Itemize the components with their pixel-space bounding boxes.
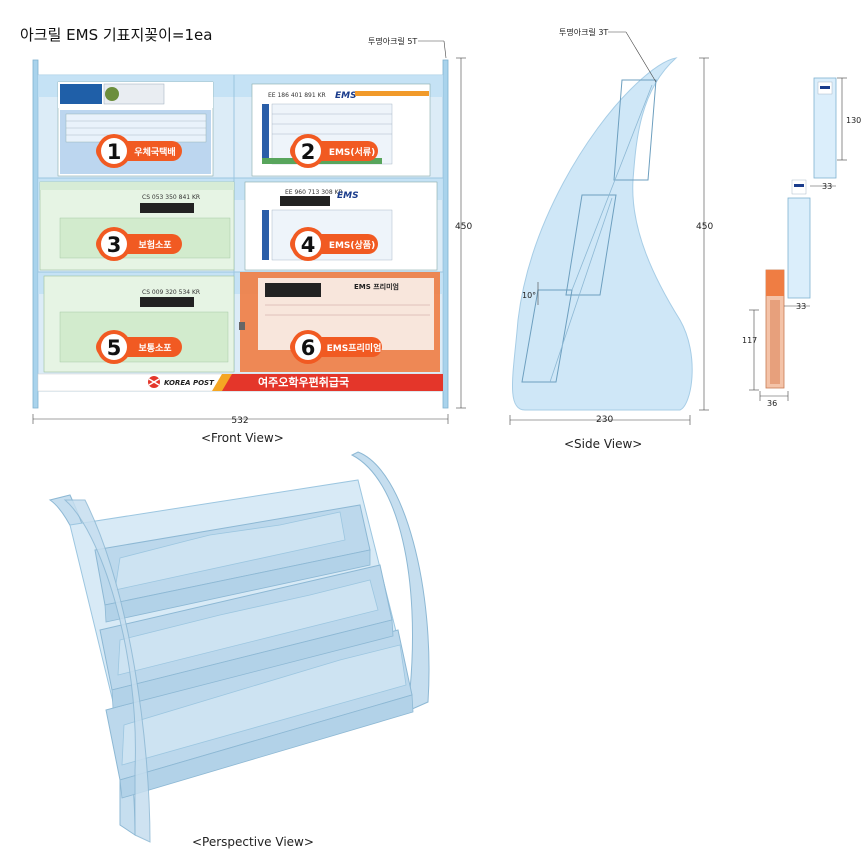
svg-text:3: 3	[107, 233, 122, 257]
svg-text:1: 1	[107, 140, 122, 164]
front-height-dim: 450	[455, 222, 472, 232]
detail-dim-33-mid: 33	[796, 302, 806, 311]
svg-text:4: 4	[301, 233, 316, 257]
svg-text:보험소포: 보험소포	[138, 239, 172, 251]
ems-barcode-2: EE 186 401 891 KR	[268, 92, 326, 99]
insured-barcode: CS 053 350 841 KR	[142, 194, 200, 201]
front-material-note: 투명아크릴 5T	[368, 36, 417, 46]
svg-text:보통소포: 보통소포	[138, 343, 172, 354]
side-tray-1	[613, 79, 657, 181]
form-regular-parcel: CS 009 320 534 KR	[43, 275, 235, 373]
side-tray-3	[521, 289, 573, 383]
slot-badge-6: 6 EMS프리미엄	[290, 330, 382, 364]
premium-header: EMS 프리미엄	[354, 282, 399, 291]
perspective-view-caption: <Perspective View>	[192, 835, 314, 849]
detail-dim-36: 36	[767, 399, 777, 408]
front-width-dim: 532	[231, 416, 248, 426]
side-angle: 10°	[522, 291, 536, 300]
footer-red-band	[220, 374, 443, 391]
slot-badge-2: 2 EMS(서류)	[290, 134, 378, 168]
svg-text:6: 6	[301, 336, 316, 360]
detail-dim-117: 117	[742, 336, 757, 345]
front-view: EE 186 401 891 KR EMS CS 053 350 841 KR …	[32, 36, 472, 426]
side-height-dim: 450	[696, 222, 713, 232]
form-parcel	[57, 81, 214, 177]
side-view: 10° 투명아크릴 3T 450	[509, 27, 713, 425]
slot-badge-5: 5 보통소포	[96, 330, 182, 364]
svg-text:우체국택배: 우체국택배	[134, 146, 175, 158]
side-tray-2	[565, 194, 617, 296]
slot-badge-1: 1 우체국택배	[96, 134, 182, 168]
left-post	[32, 59, 39, 409]
right-post	[442, 59, 449, 409]
korea-post-logo: KOREA POST	[148, 376, 215, 388]
side-material-note: 투명아크릴 3T	[559, 27, 608, 37]
front-view-caption: <Front View>	[201, 431, 284, 445]
side-width-dim: 230	[596, 415, 614, 425]
detail-dim-33-top: 33	[822, 182, 832, 191]
detail-pocket-upper	[813, 77, 837, 179]
ems-barcode-4: EE 960 713 308 KR	[285, 189, 343, 196]
page-title: 아크릴 EMS 기표지꽂이=1ea	[20, 26, 213, 44]
svg-text:5: 5	[107, 336, 122, 360]
regular-barcode: CS 009 320 534 KR	[142, 289, 200, 296]
side-panel	[512, 57, 693, 411]
slot-badge-4: 4 EMS(상품)	[290, 227, 378, 261]
footer-office-name: 여주오학우편취급국	[258, 375, 349, 389]
svg-text:EMS(서류): EMS(서류)	[329, 146, 375, 158]
ems-logo-4: EMS	[337, 191, 359, 201]
slot-badge-3: 3 보험소포	[96, 227, 182, 261]
side-view-caption: <Side View>	[564, 437, 643, 451]
detail-dim-130: 130	[846, 116, 861, 125]
detail-pocket-middle	[787, 197, 811, 299]
form-insured-parcel: CS 053 350 841 KR	[39, 181, 235, 271]
svg-text:2: 2	[301, 140, 316, 164]
svg-text:EMS프리미엄: EMS프리미엄	[327, 342, 382, 354]
detail-view: 130 33 33 117 36	[742, 77, 861, 408]
svg-text:KOREA POST: KOREA POST	[164, 379, 215, 387]
ems-logo-2: EMS	[335, 91, 357, 101]
svg-text:EMS(상품): EMS(상품)	[329, 239, 375, 251]
perspective-view	[48, 451, 430, 843]
form-ems-document: EE 186 401 891 KR EMS	[251, 83, 431, 177]
form-ems-goods: EE 960 713 308 KR EMS	[244, 181, 438, 271]
persp-right-panel	[350, 451, 430, 711]
